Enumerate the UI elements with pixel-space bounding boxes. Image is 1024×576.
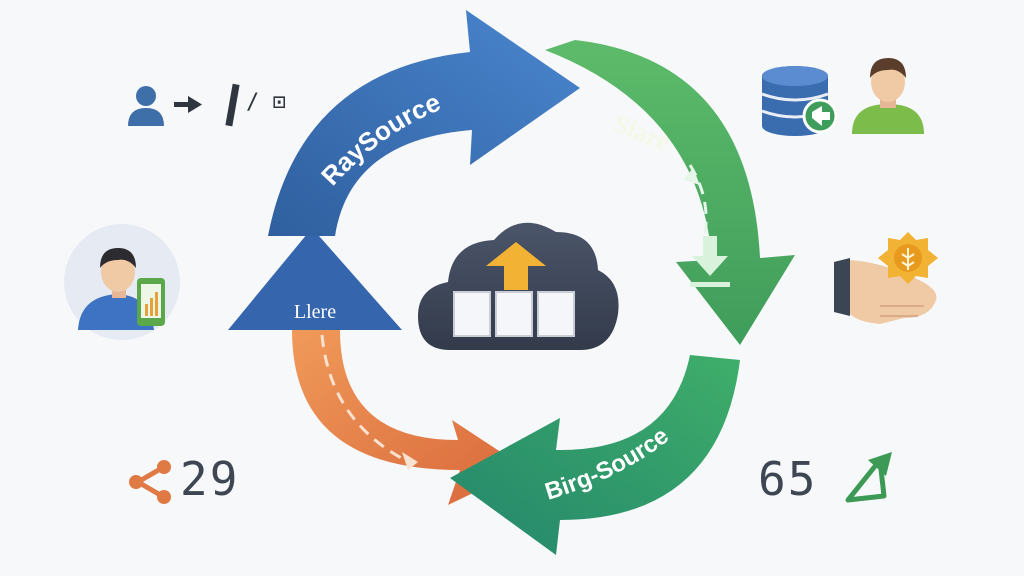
download-icon: [690, 236, 730, 287]
blue-cycle-arrow: [268, 10, 580, 236]
sync-badge-icon: [802, 98, 838, 134]
green-cycle-arrow: [545, 40, 795, 345]
person-with-phone-avatar: [64, 224, 180, 340]
blue-triangle-arrow: [228, 228, 402, 330]
trend-arrow-icon: [845, 452, 892, 503]
gold-badge-icon: [878, 232, 938, 284]
left-stat-value: 29: [180, 452, 240, 506]
orange-cycle-arrow: [292, 330, 525, 505]
share-icon: [129, 460, 171, 504]
hand-with-badge-icon: [834, 258, 937, 324]
teal-cycle-arrow: [450, 355, 740, 555]
database-icon: [761, 66, 829, 136]
right-stat-value: 65: [758, 452, 818, 506]
person-avatar-right: [852, 58, 924, 134]
triangle-label: Llere: [294, 301, 336, 323]
upload-arrow-icon: [486, 242, 546, 290]
cloud-upload-icon: [418, 222, 619, 350]
divider-bar-icon: [225, 83, 240, 127]
arrow-right-icon: [174, 96, 202, 113]
green-dashed-arrowhead: [683, 168, 700, 185]
orange-dashed-arrowhead: [402, 452, 418, 470]
user-icon: [128, 86, 164, 126]
top-left-label: / ⊡: [246, 90, 286, 115]
